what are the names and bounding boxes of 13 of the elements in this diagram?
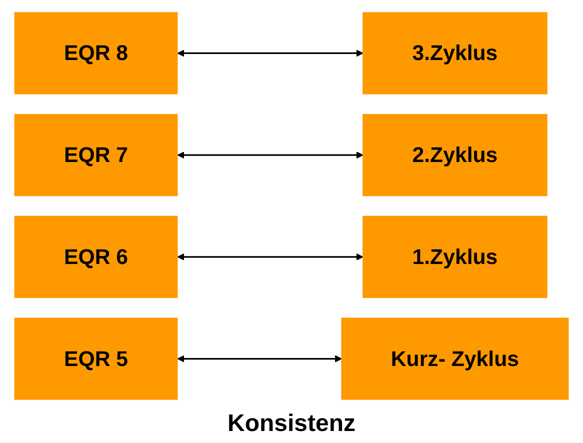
- node-box: EQR 6: [14, 215, 178, 298]
- node-box: Kurz- Zyklus: [341, 317, 569, 400]
- arrow: [177, 354, 342, 362]
- node-box: 1.Zyklus: [362, 215, 548, 298]
- node-box: EQR 7: [14, 114, 178, 196]
- note-text: Konsistenz: [227, 410, 356, 438]
- node-box: 3.Zyklus: [362, 12, 548, 94]
- node-box: EQR 8: [14, 12, 178, 94]
- arrow: [177, 150, 364, 158]
- arrow: [177, 252, 364, 260]
- node-box: 2.Zyklus: [362, 114, 548, 196]
- arrow: [177, 49, 364, 56]
- node-box: EQR 5: [14, 317, 178, 400]
